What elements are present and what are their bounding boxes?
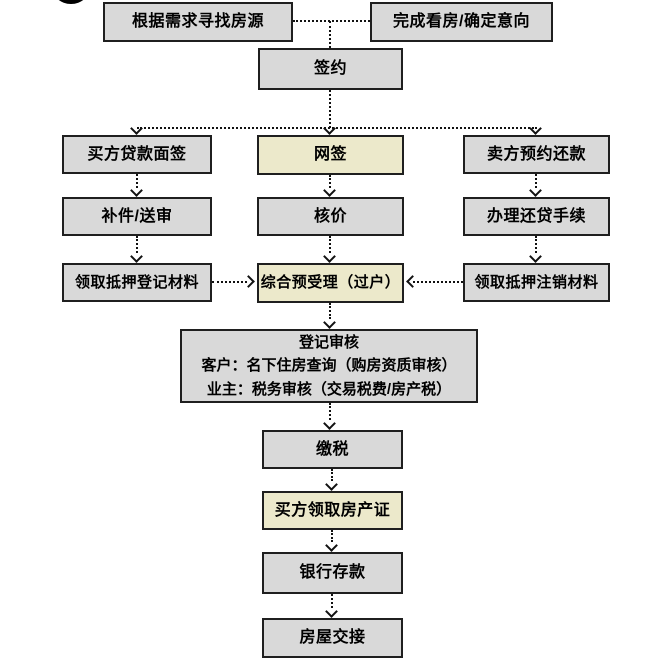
- arrowhead-into-bank: [325, 539, 338, 552]
- connector-certificate-to-bank: [331, 530, 333, 542]
- step-supplement-review: 补件/送审: [62, 197, 212, 236]
- step-mortgage-registration-materials: 领取抵押登记材料: [62, 263, 212, 302]
- arrowhead-into-preacceptance-top: [323, 250, 336, 263]
- step-pre-acceptance-transfer: 综合预受理（过户）: [257, 263, 404, 303]
- connector-to-sign: [329, 21, 331, 48]
- connector-cancelmaterials-to-preacceptance: [413, 281, 463, 283]
- connector-regmaterials-to-preacceptance: [212, 281, 247, 283]
- arrowhead-into-handover: [325, 605, 338, 618]
- cropped-circle-fragment: [52, 0, 90, 4]
- arrowhead-into-online-signing: [323, 122, 336, 135]
- step-bank-deposit: 银行存款: [262, 552, 403, 594]
- step-buyer-loan-interview: 买方贷款面签: [62, 135, 212, 174]
- arrowhead-into-supplement: [130, 184, 143, 197]
- connector-price-to-preacceptance: [329, 236, 331, 253]
- connector-loanrepay-to-cancelmaterials: [535, 236, 537, 253]
- step-price-verification: 核价: [257, 197, 404, 236]
- registration-review-customer-line: 客户：名下住房查询（购房资质审核）: [201, 357, 457, 375]
- step-mortgage-cancellation-materials: 领取抵押注销材料: [463, 263, 610, 302]
- arrowhead-into-price: [323, 184, 336, 197]
- arrowhead-into-regmaterials: [130, 250, 143, 263]
- step-sign-contract: 签约: [258, 48, 403, 90]
- step-loan-repayment-procedure: 办理还贷手续: [463, 197, 610, 236]
- connector-sellerrepay-to-loanrepay: [535, 174, 537, 188]
- step-find-listing: 根据需求寻找房源: [103, 2, 293, 42]
- arrowhead-into-preacceptance-left: [242, 275, 255, 288]
- step-house-handover: 房屋交接: [262, 618, 403, 658]
- connector-sign-to-split: [329, 90, 331, 128]
- arrowhead-into-certificate: [325, 478, 338, 491]
- connector-bank-to-handover: [331, 594, 333, 608]
- registration-review-owner-line: 业主：税务审核（交易税费/房产税）: [206, 380, 452, 398]
- arrowhead-into-preacceptance-right: [406, 275, 419, 288]
- arrowhead-into-buyer-loan: [130, 122, 143, 135]
- step-registration-review: 登记审核 客户：名下住房查询（购房资质审核） 业主：税务审核（交易税费/房产税）: [180, 329, 478, 403]
- arrowhead-into-seller-repay: [529, 122, 542, 135]
- registration-review-title: 登记审核: [298, 334, 359, 352]
- arrowhead-into-review: [323, 316, 336, 329]
- connector-preacceptance-to-review: [329, 303, 331, 319]
- step-seller-repay-appointment: 卖方预约还款: [463, 135, 610, 174]
- connector-review-to-tax: [329, 403, 331, 420]
- connector-onlinesign-to-price: [329, 175, 331, 188]
- step-online-signing: 网签: [257, 135, 404, 175]
- step-pay-tax: 缴税: [262, 430, 403, 469]
- connector-split-bar: [137, 127, 537, 129]
- arrowhead-into-loanrepay: [529, 184, 542, 197]
- connector-find-to-intent: [293, 20, 370, 22]
- arrowhead-into-cancelmaterials: [529, 250, 542, 263]
- arrowhead-into-tax: [323, 417, 336, 430]
- connector-supplement-to-regmaterials: [136, 236, 138, 253]
- connector-buyerloan-to-supplement: [136, 174, 138, 188]
- step-buyer-get-certificate: 买方领取房产证: [262, 491, 403, 530]
- step-confirm-intent: 完成看房/确定意向: [370, 2, 553, 42]
- connector-tax-to-certificate: [331, 469, 333, 481]
